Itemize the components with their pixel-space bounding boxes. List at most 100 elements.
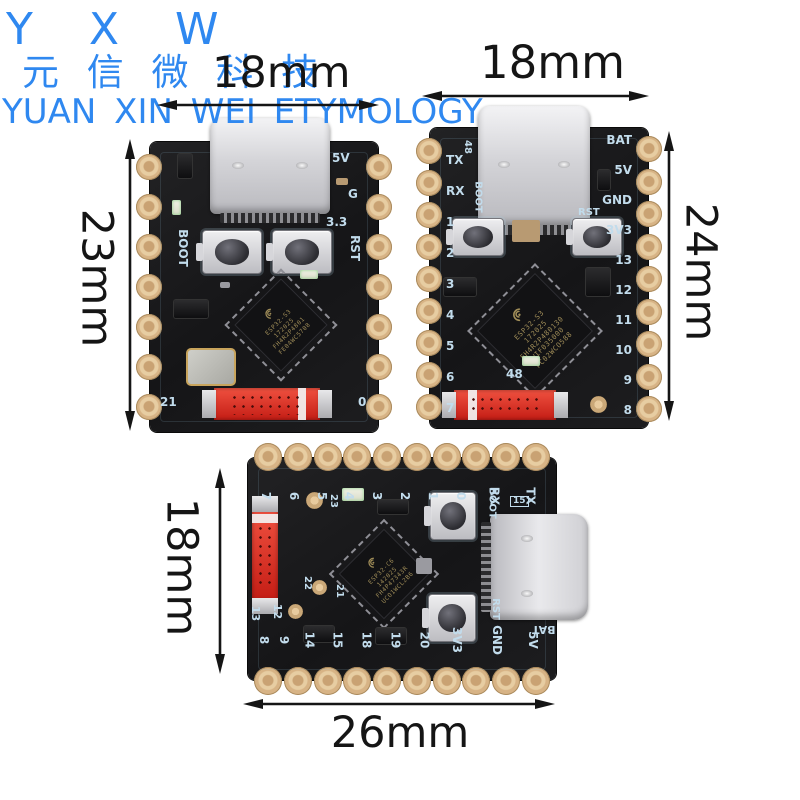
- board2-label-boot: BOOT: [472, 181, 484, 213]
- board3-label-23: 23: [327, 494, 339, 508]
- dimension-arrow-board1-height: [125, 139, 135, 431]
- dimension-arrow-board2-height: [664, 131, 674, 421]
- pin-label: 7: [259, 491, 274, 501]
- dimension-arrow-board3-height: [215, 468, 225, 674]
- pin-label: 2: [398, 491, 413, 501]
- castellated-pad: [366, 274, 392, 300]
- pin-label: 12: [615, 283, 632, 297]
- board3-red-connector: [252, 496, 278, 614]
- board3-pads-bottom: [254, 667, 550, 695]
- board1-pads-right: [366, 154, 392, 420]
- pin-label: 15: [330, 631, 345, 649]
- usb-solder-pins: [219, 213, 321, 223]
- smd-component: [376, 628, 406, 644]
- board3-pads-top: [254, 443, 550, 471]
- castellated-pad: [136, 274, 162, 300]
- board2-reset-button: [566, 218, 622, 256]
- castellated-pad: [136, 394, 162, 420]
- castellated-pad: [521, 443, 550, 471]
- pin-label: 14: [302, 631, 317, 649]
- castellated-pad: [313, 443, 342, 471]
- castellated-pad: [492, 443, 521, 471]
- espressif-logo-icon: [368, 557, 374, 569]
- castellated-pad: [416, 394, 442, 420]
- board1-label-0: 0: [358, 395, 367, 409]
- smd-component: [598, 170, 610, 190]
- smd-component: [174, 300, 208, 318]
- board1-label-rst: RST: [348, 234, 363, 262]
- watermark-line-3: YUAN XIN WEI ETYMOLOGY: [2, 92, 483, 132]
- castellated-pad: [416, 138, 442, 164]
- board3-led: [342, 488, 364, 501]
- pin-label: 1: [446, 215, 455, 229]
- board3-reset-button: [422, 594, 476, 642]
- pin-label: 8: [623, 403, 632, 417]
- castellated-pad: [521, 667, 550, 695]
- smd-component: [512, 220, 540, 242]
- castellated-pad: [343, 443, 372, 471]
- castellated-pad: [636, 396, 662, 422]
- pin-label: GND: [602, 193, 632, 207]
- castellated-pad: [432, 443, 461, 471]
- castellated-pad: [366, 314, 392, 340]
- connector-cap: [442, 392, 456, 418]
- pin-label: 4: [342, 491, 357, 501]
- smd-component: [586, 268, 610, 296]
- board1-label-21: 21: [160, 395, 177, 409]
- castellated-pad: [313, 667, 342, 695]
- castellated-pad: [136, 314, 162, 340]
- pin-label: 5: [446, 339, 455, 353]
- castellated-pad: [136, 234, 162, 260]
- castellated-pad: [492, 667, 521, 695]
- board1-led2: [300, 270, 318, 279]
- board2-pads-left: [416, 138, 442, 420]
- smd-component: [416, 558, 432, 574]
- board1-crystal-oscillator: [186, 348, 236, 386]
- board3-label-bat: BAT: [532, 623, 556, 636]
- connector-cap: [202, 390, 216, 418]
- board1-boot-button: [196, 230, 262, 274]
- castellated-pad: [136, 154, 162, 180]
- board3-mount-hole: [288, 604, 303, 619]
- smd-component: [444, 278, 476, 296]
- board2-red-connector: [442, 390, 568, 420]
- pin-label: GND: [490, 625, 505, 655]
- castellated-pad: [416, 266, 442, 292]
- espressif-logo-icon: [265, 308, 271, 320]
- castellated-pad: [416, 330, 442, 356]
- board1-red-connector: [202, 388, 332, 420]
- castellated-pad: [636, 331, 662, 357]
- pin-label: 11: [615, 313, 632, 327]
- castellated-pad: [283, 443, 312, 471]
- board3-label-21: 21: [333, 584, 345, 598]
- castellated-pad: [366, 194, 392, 220]
- pin-label: 3: [370, 491, 385, 501]
- pin-label: 3V3: [450, 627, 465, 653]
- castellated-pad: [636, 266, 662, 292]
- board2-mount-hole: [590, 396, 607, 413]
- castellated-pad: [283, 667, 312, 695]
- castellated-pad: [432, 667, 461, 695]
- pin-label: 2: [446, 246, 455, 260]
- pin-label: 10: [615, 343, 632, 357]
- castellated-pad: [416, 298, 442, 324]
- pin-label: RX: [446, 184, 465, 198]
- castellated-pad: [416, 362, 442, 388]
- pin-label: 20: [416, 631, 431, 649]
- castellated-pad: [366, 234, 392, 260]
- smd-component: [304, 626, 334, 642]
- smd-component: [178, 154, 192, 178]
- pin-label: 6: [286, 491, 301, 501]
- board1-label-3v3: 3.3: [326, 215, 348, 229]
- pin-label: 3V3: [606, 223, 632, 237]
- board2-boot-button: [446, 218, 504, 256]
- dimension-arrow-board3-width: [243, 699, 555, 709]
- board1-usb-c-connector: [210, 118, 330, 223]
- connector-cap: [554, 392, 568, 418]
- pin-label: 1: [426, 491, 441, 501]
